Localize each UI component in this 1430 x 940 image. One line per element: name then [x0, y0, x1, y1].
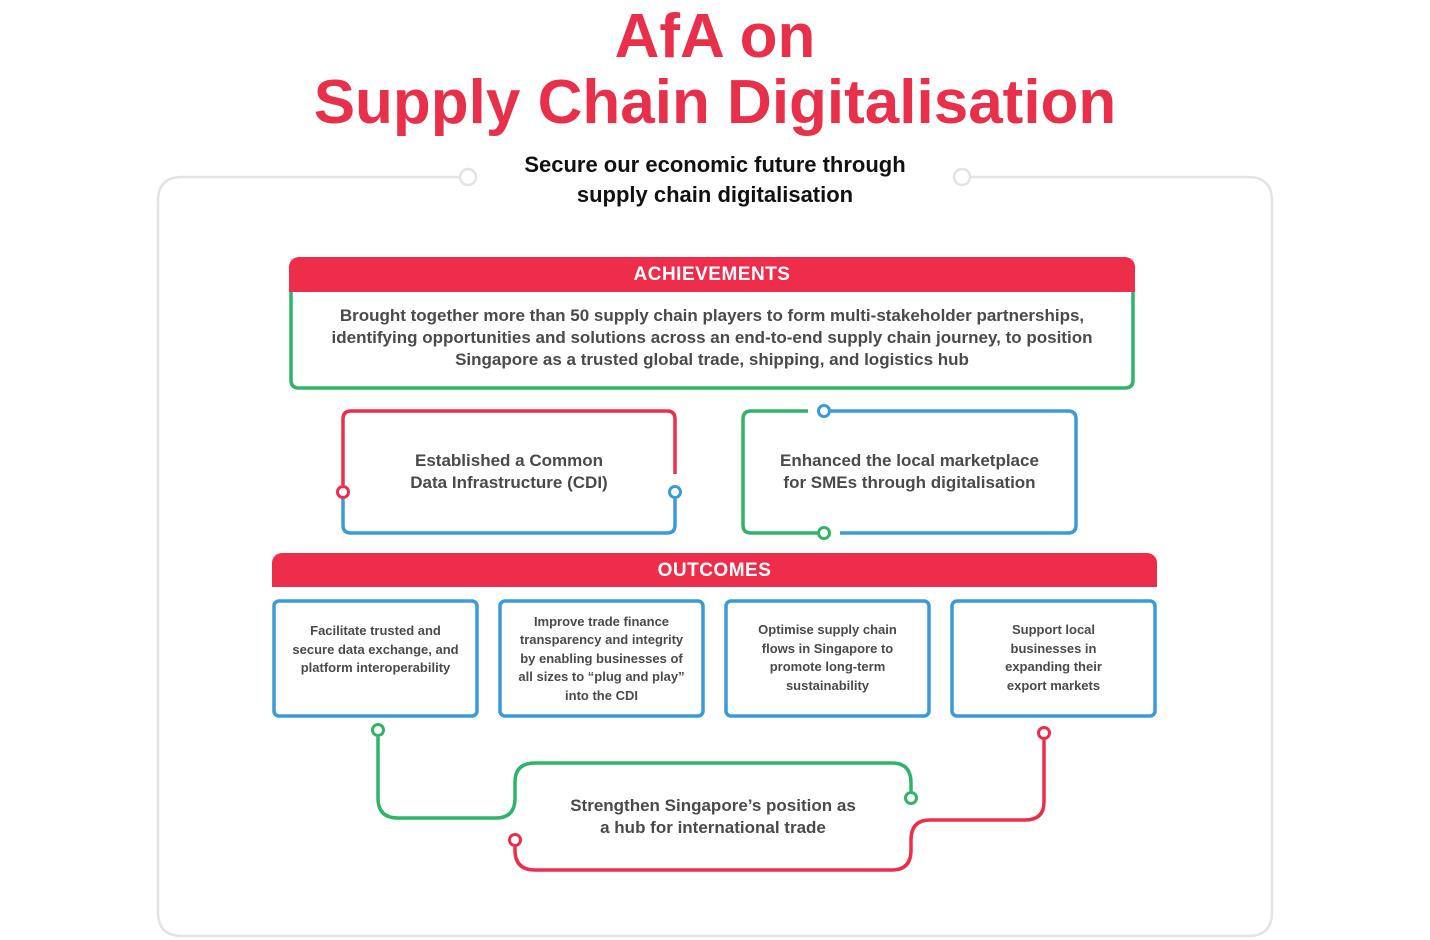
outcome-3-line2: flows in Singapore to [761, 640, 894, 656]
outer-frame [156, 175, 1274, 938]
outcome-2-line3: by enabling businesses of [520, 650, 683, 666]
outcome-box-3 [724, 599, 931, 718]
outcomes-header: OUTCOMES [272, 553, 1157, 587]
outcome-2-line5: into the CDI [565, 687, 638, 703]
result-statement: Strengthen Singapore’s position as a hub… [530, 770, 896, 864]
achievement-smes: Enhanced the local marketplace for SMEs … [750, 413, 1069, 531]
achievements-summary-line3: Singapore as a trusted global trade, shi… [455, 350, 969, 369]
achievement-cdi-line1: Established a Common [415, 451, 603, 470]
outcome-3-line3: promote long-term [769, 659, 886, 674]
achievement-cdi-line2: Data Infrastructure (CDI) [410, 473, 608, 492]
outcome-1-line2: secure data exchange, and [292, 641, 459, 657]
outcome-box-1 [272, 599, 479, 718]
outcome-2-line4: all sizes to “plug and play” [518, 669, 685, 685]
achievements-summary-line1: Brought together more than 50 supply cha… [339, 306, 1085, 325]
sme-node-blue [817, 404, 831, 418]
connector-red-end-node [508, 833, 522, 847]
outcome-1-line1: Facilitate trusted and [310, 623, 441, 638]
cdi-box-red [341, 409, 677, 485]
outcome-1: Facilitate trusted and secure data excha… [280, 604, 471, 714]
achievements-header: ACHIEVEMENTS [289, 257, 1135, 292]
outcome-3-line1: Optimise supply chain [758, 622, 897, 637]
outcome-3: Optimise supply chain flows in Singapore… [732, 604, 923, 714]
sme-box-green [741, 409, 817, 535]
achievement-cdi: Established a Common Data Infrastructure… [350, 413, 668, 531]
sme-node-green [817, 526, 831, 540]
frame-node-right [952, 167, 972, 187]
cdi-node-red [336, 485, 350, 499]
page-title-line1: AfA on [614, 2, 816, 71]
outcome-4-line3: expanding their [1005, 659, 1102, 674]
outcome-4-line1: Support local [1011, 622, 1096, 637]
outcome-4: Support local businesses in expanding th… [958, 604, 1149, 714]
outcome-4-line2: businesses in [1010, 640, 1097, 656]
page-title-line2: Supply Chain Digitalisation [313, 68, 1117, 137]
achievements-summary-border [289, 290, 1135, 390]
connector-green-start-node [371, 723, 385, 737]
cdi-node-blue [668, 485, 682, 499]
outcome-1-line3: platform interoperability [300, 660, 451, 675]
outcome-2: Improve trade finance transparency and i… [506, 604, 697, 714]
result-line1: Strengthen Singapore’s position as [570, 796, 856, 815]
outcome-box-4 [950, 599, 1157, 718]
subtitle: Secure our economic future through suppl… [465, 150, 965, 210]
connector-red [513, 740, 1046, 872]
result-line2: a hub for international trade [600, 818, 826, 837]
outcome-2-line2: transparency and integrity [519, 632, 684, 648]
connector-green [376, 737, 913, 820]
outcome-3-line4: sustainability [785, 677, 870, 693]
frame-node-left [458, 167, 478, 187]
achievement-smes-line2: for SMEs through digitalisation [783, 473, 1036, 492]
achievements-summary: Brought together more than 50 supply cha… [300, 294, 1124, 382]
connector-red-start-node [1037, 726, 1051, 740]
outcome-box-2 [498, 599, 705, 718]
outcome-2-line1: Improve trade finance [533, 613, 670, 629]
connector-green-end-node [904, 791, 918, 805]
subtitle-line1: Secure our economic future through [524, 152, 906, 177]
outcome-4-line4: export markets [1006, 677, 1101, 693]
achievement-smes-line1: Enhanced the local marketplace [780, 451, 1039, 470]
sme-box-blue [831, 409, 1078, 535]
subtitle-line2: supply chain digitalisation [576, 182, 854, 207]
achievements-summary-line2: identifying opportunities and solutions … [331, 328, 1093, 347]
cdi-box-blue [341, 499, 677, 535]
